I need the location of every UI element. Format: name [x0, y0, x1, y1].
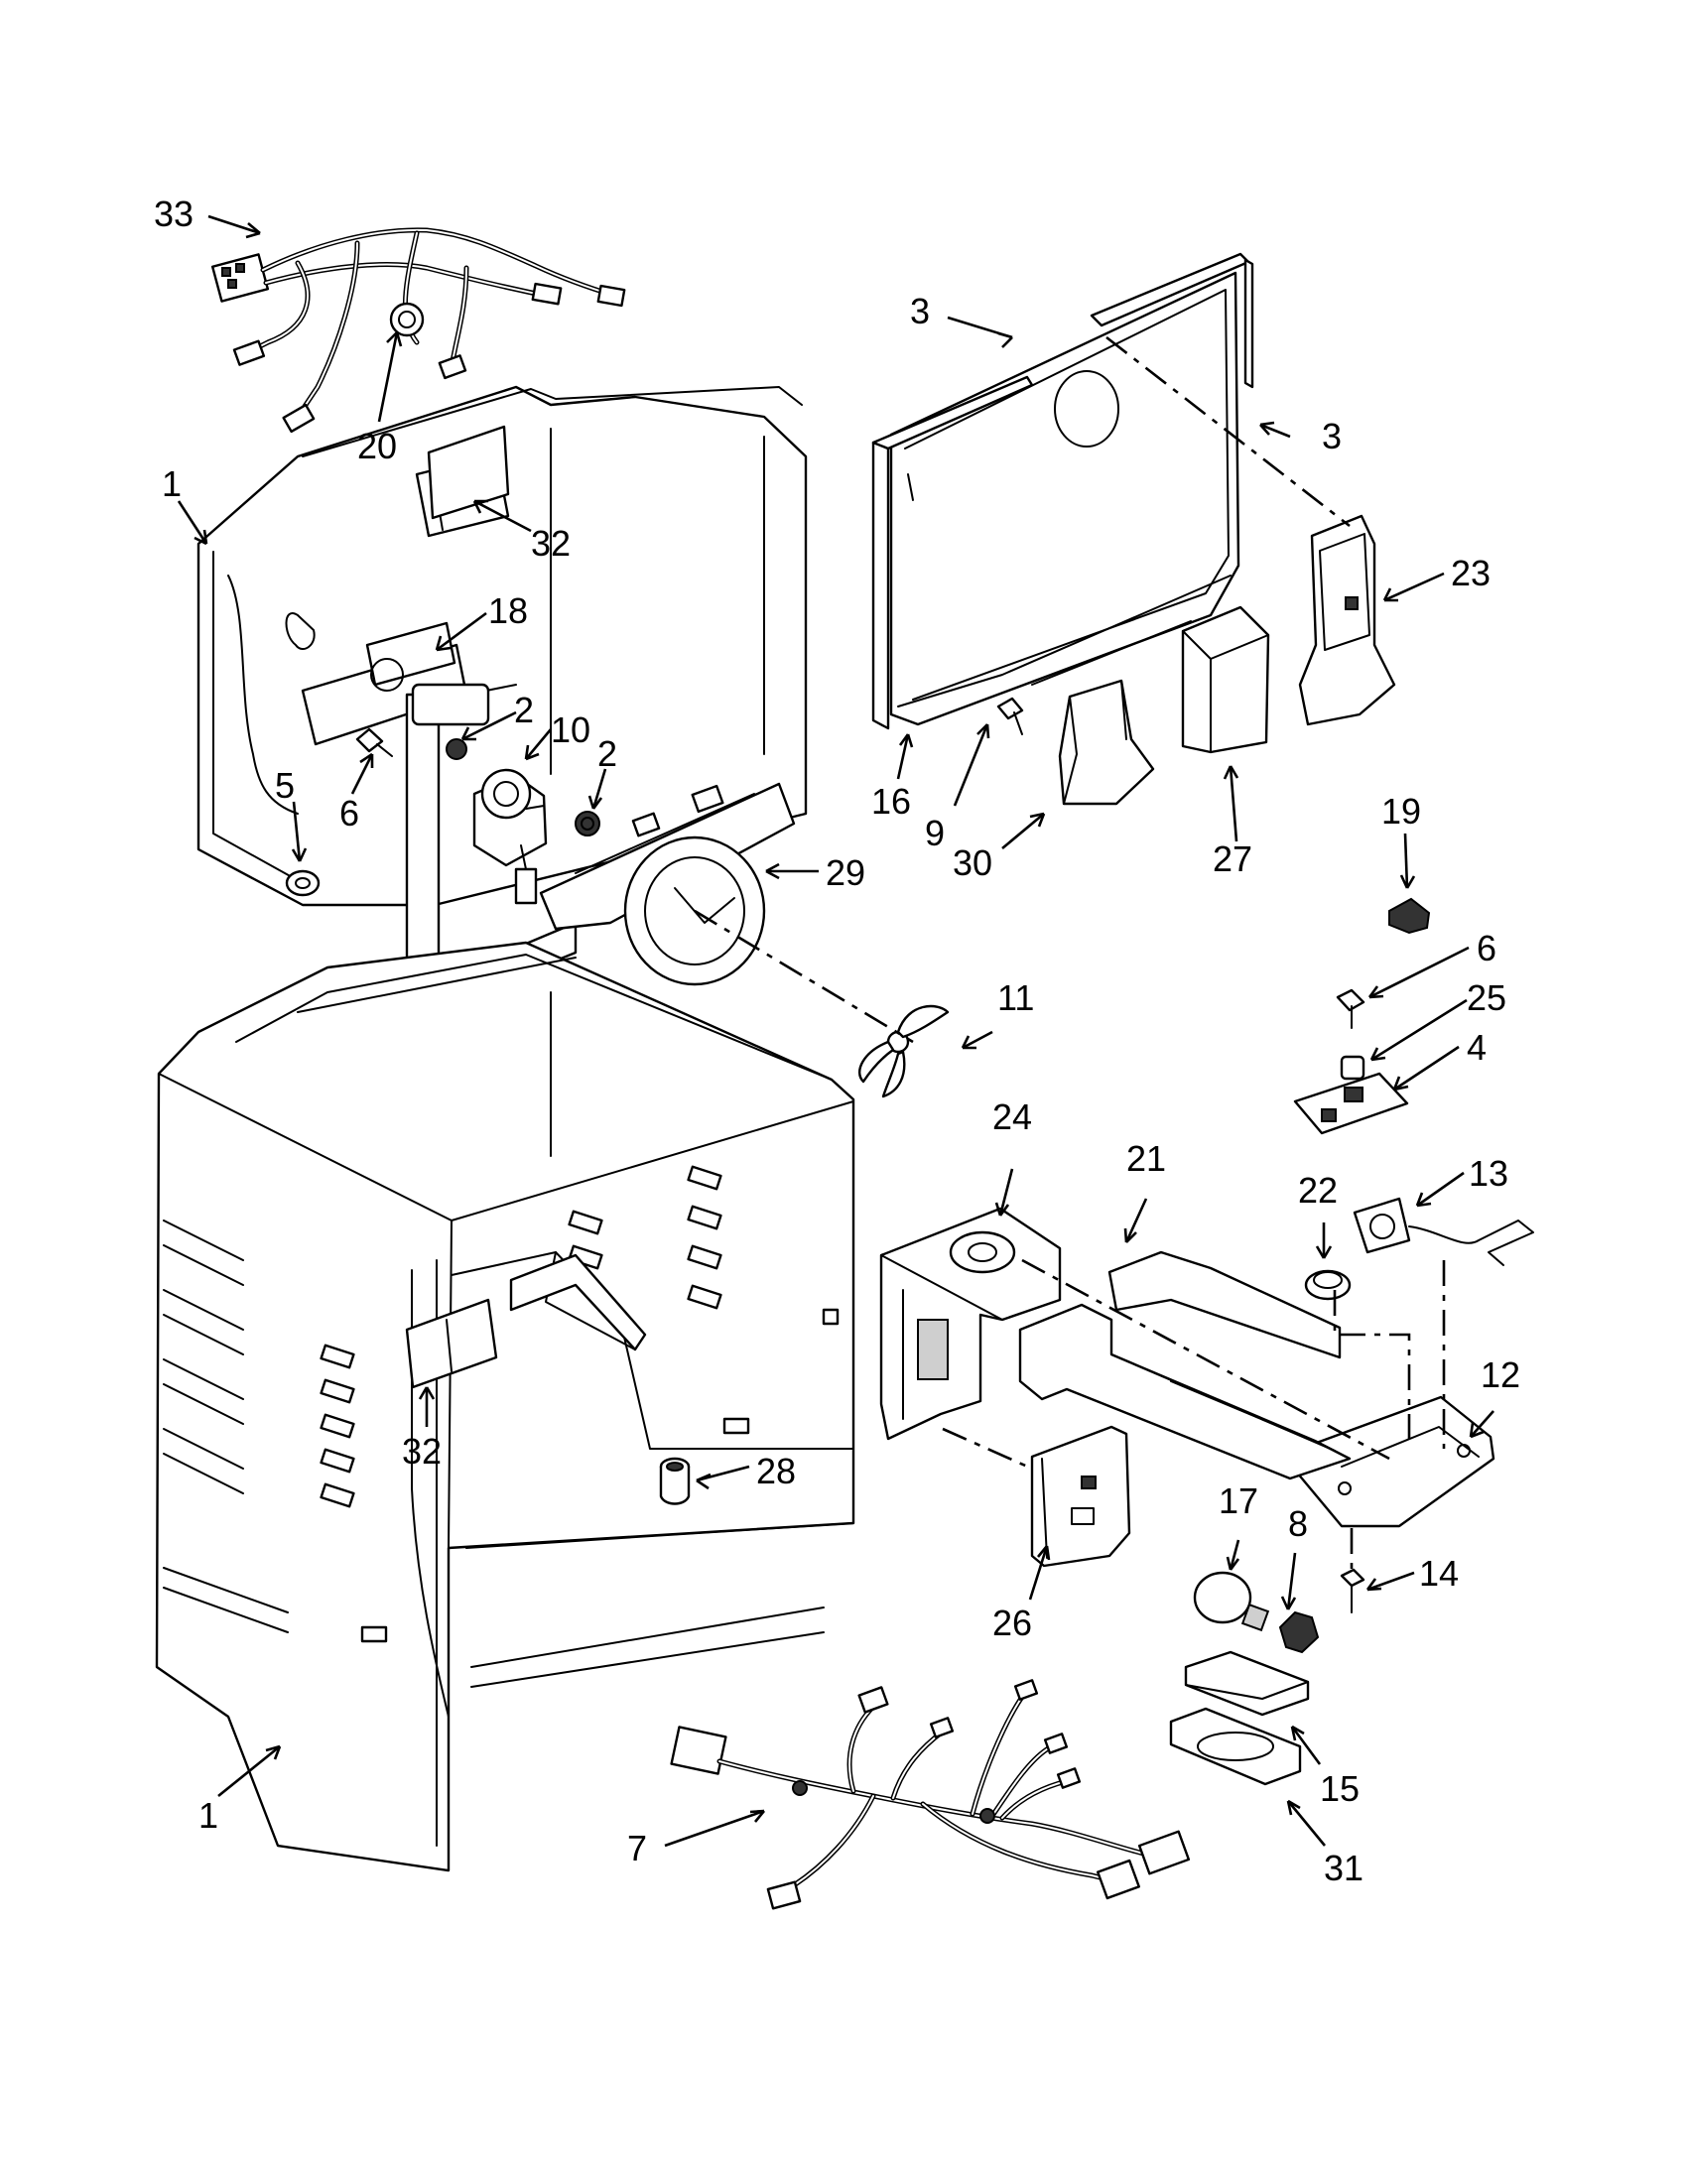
light-housing-31: [1169, 1707, 1302, 1786]
callout-32: 32: [531, 523, 571, 564]
callout-20: 20: [357, 426, 397, 466]
callout-25: 25: [1467, 977, 1506, 1018]
callout-29: 29: [826, 852, 865, 893]
callout-19: 19: [1381, 791, 1421, 832]
thermostat-13: [1353, 1197, 1534, 1266]
air-duct-23: [1298, 514, 1396, 726]
callout-1: 1: [198, 1795, 218, 1836]
callout-4: 4: [1467, 1027, 1487, 1068]
callout-27: 27: [1213, 838, 1252, 879]
callout-22: 22: [1298, 1170, 1338, 1211]
callout-3: 3: [1322, 416, 1342, 456]
callout-31: 31: [1324, 1848, 1363, 1888]
screw-9: [996, 697, 1024, 735]
cover-32-upper: [427, 425, 510, 520]
callout-15: 15: [1320, 1768, 1360, 1809]
rear-panel: [871, 252, 1254, 730]
callout-21: 21: [1126, 1138, 1166, 1179]
callout-numbers: 33 20 1 32 18 2 10 2 5 6 29 3 3 23 16 9 …: [154, 193, 1520, 1888]
liner-vents-left: [163, 1220, 289, 1633]
air-duct-30: [1058, 679, 1155, 806]
leader-lines: [177, 214, 1494, 1848]
callout-18: 18: [488, 590, 528, 631]
wire-harness-top: [210, 227, 626, 434]
light-cover-15: [1184, 1650, 1310, 1717]
callout-3: 3: [910, 291, 930, 331]
callout-33: 33: [154, 193, 194, 234]
mounting-screws: [285, 727, 600, 897]
cap-28: [659, 1457, 691, 1505]
light-bulb-17: [1193, 1571, 1270, 1632]
cover-27: [1181, 605, 1270, 754]
callout-16: 16: [871, 781, 911, 822]
screw-14: [1340, 1568, 1365, 1613]
fan-motor: [472, 768, 548, 905]
cover-32-lower: [405, 1298, 498, 1389]
fan-blade: [857, 1004, 950, 1098]
callout-30: 30: [953, 842, 992, 883]
socket-22: [1304, 1269, 1352, 1301]
callout-5: 5: [275, 765, 295, 806]
control-board-4: [1293, 1072, 1409, 1135]
clip-19: [1388, 897, 1431, 935]
callout-8: 8: [1288, 1503, 1308, 1544]
callout-2: 2: [597, 733, 617, 774]
air-tower-24: [879, 1207, 1062, 1441]
callout-6: 6: [1477, 928, 1496, 968]
callout-13: 13: [1469, 1153, 1508, 1194]
callout-12: 12: [1481, 1354, 1520, 1395]
callout-28: 28: [756, 1451, 796, 1491]
callout-23: 23: [1451, 553, 1491, 593]
alignment-lines: [694, 335, 1446, 1570]
callout-1: 1: [162, 463, 182, 504]
spacer-25: [1340, 1055, 1365, 1081]
callout-24: 24: [992, 1096, 1032, 1137]
callout-11: 11: [997, 977, 1034, 1018]
callout-2: 2: [514, 690, 534, 730]
screw-6b: [1336, 988, 1365, 1029]
callout-14: 14: [1419, 1553, 1459, 1594]
callout-32: 32: [402, 1431, 442, 1472]
callout-6: 6: [339, 793, 359, 834]
socket-8: [1278, 1610, 1320, 1654]
callout-26: 26: [992, 1603, 1032, 1643]
air-duct-21: [1018, 1250, 1352, 1480]
callout-17: 17: [1219, 1480, 1258, 1521]
liner-slots-inner: [320, 1165, 840, 1643]
callout-10: 10: [551, 709, 590, 750]
callout-9: 9: [925, 813, 945, 853]
wire-harness-bottom: [670, 1679, 1191, 1910]
callout-7: 7: [627, 1828, 647, 1868]
cover-26: [1030, 1425, 1131, 1568]
fan-bracket: [285, 612, 468, 746]
lower-liner: [155, 941, 855, 1872]
